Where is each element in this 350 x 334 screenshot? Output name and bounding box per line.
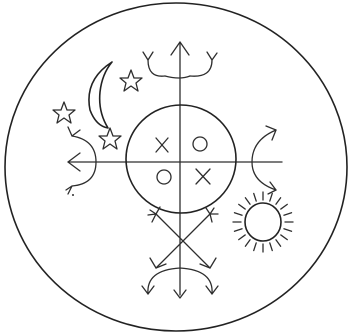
- sun-ray: [245, 240, 250, 246]
- bottom-right-x-mark: [196, 169, 210, 184]
- sun-ray: [239, 204, 245, 209]
- crescent-moon-icon: [89, 62, 112, 128]
- top-left-x-mark: [156, 138, 168, 152]
- sun-ray: [270, 193, 272, 201]
- crossed-arrows: [148, 207, 218, 268]
- sun-ray: [245, 198, 250, 204]
- sun-ray: [234, 229, 242, 231]
- ink-dot: [72, 194, 74, 196]
- vertical-axis: [143, 42, 217, 295]
- top-right-o-mark: [193, 137, 207, 151]
- sun-ray: [284, 213, 292, 215]
- sun-ray: [254, 243, 256, 251]
- bottom-left-o-mark: [157, 170, 171, 184]
- sun-ray: [254, 193, 256, 201]
- sun-ray: [234, 213, 242, 215]
- sun-ray: [276, 240, 281, 246]
- inner-circle: [126, 105, 236, 213]
- sun-ray: [284, 229, 292, 231]
- outer-circle-frame: [5, 3, 347, 331]
- star-icon: [53, 102, 75, 123]
- star-icon: [99, 128, 121, 149]
- sun-ray: [281, 235, 287, 240]
- sun-ray: [239, 235, 245, 240]
- sun-ray: [270, 243, 272, 251]
- star-icon: [120, 70, 142, 91]
- sun-icon: [233, 192, 293, 252]
- sun-ray: [281, 204, 287, 209]
- sun-ray: [276, 198, 281, 204]
